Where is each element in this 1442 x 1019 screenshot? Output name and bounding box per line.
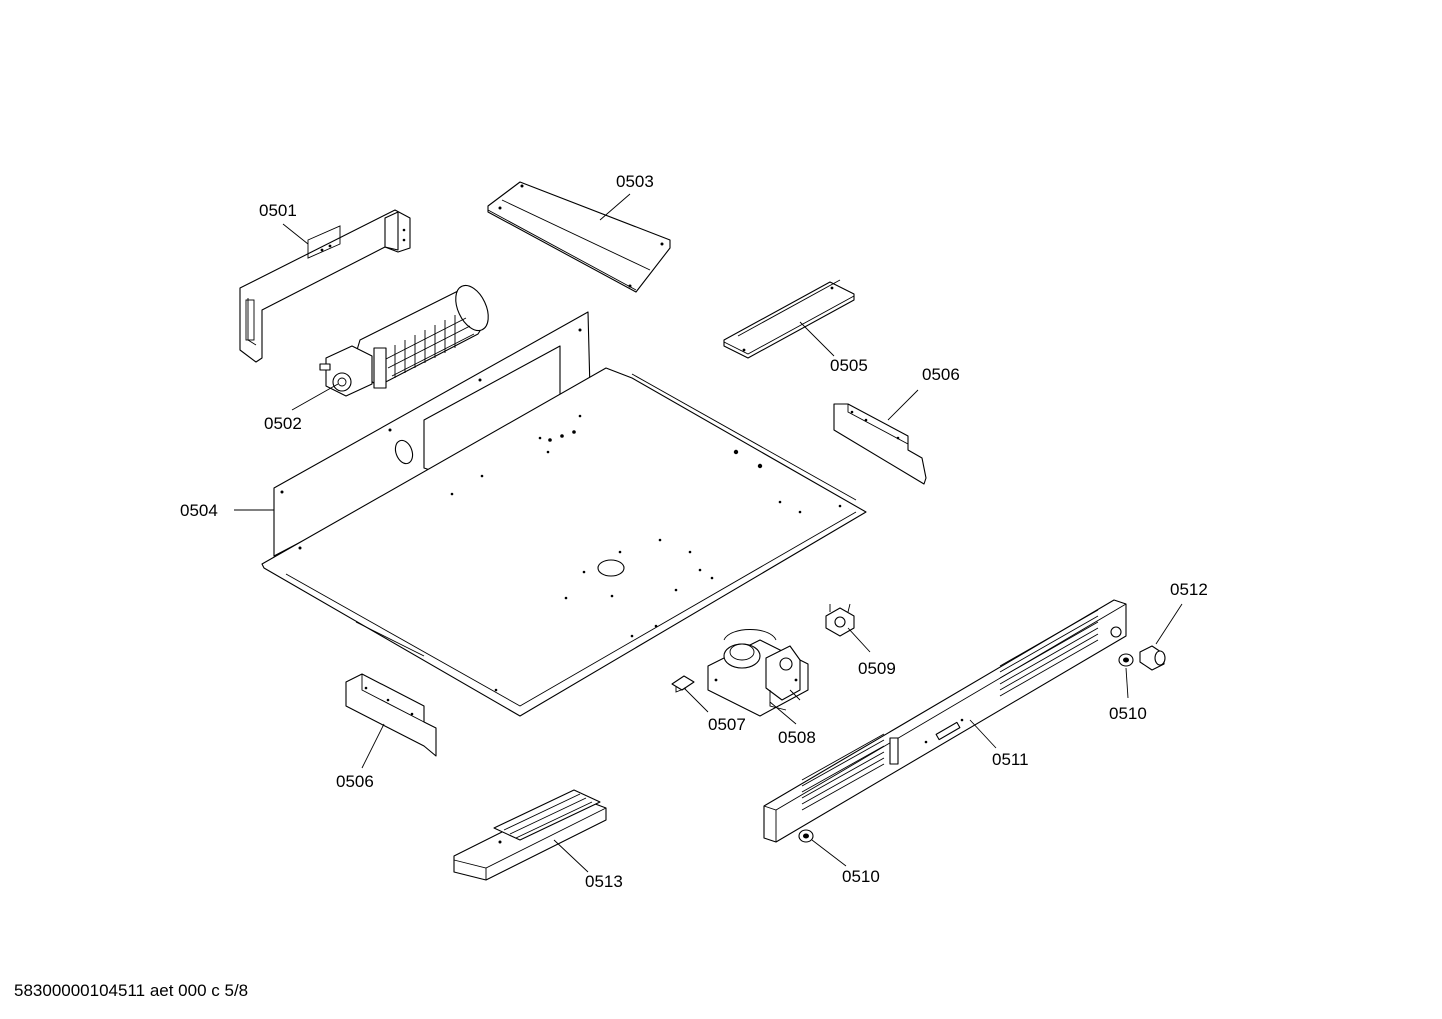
- part-0503-rail: [487, 181, 671, 293]
- left-vent-grille: [801, 733, 899, 811]
- part-0502-tangential-fan: [319, 284, 489, 397]
- leader-lines: [234, 193, 1183, 873]
- callout-0509: 0509: [858, 659, 896, 678]
- callout-0504: 0504: [180, 501, 218, 520]
- part-0511-front-fascia: [763, 599, 1127, 843]
- callout-0510-lower: 0510: [842, 867, 880, 886]
- part-0505-rail: [723, 279, 855, 359]
- base-plate-holes: [280, 328, 842, 692]
- part-0510-knob-lower: [798, 829, 814, 843]
- part-0504-base-plate: [261, 311, 867, 717]
- callout-0508: 0508: [778, 728, 816, 747]
- callout-0506-right: 0506: [922, 365, 960, 384]
- part-0510-knob-upper: [1118, 653, 1134, 667]
- callout-0503: 0503: [616, 172, 654, 191]
- part-0513-module: [453, 789, 607, 881]
- part-0506-bracket-left: [345, 673, 437, 757]
- callout-0512: 0512: [1170, 580, 1208, 599]
- part-0508-motor-unit: [707, 629, 809, 717]
- part-0512-pin: [1139, 645, 1166, 671]
- right-vent-grille: [999, 609, 1099, 697]
- callout-0505: 0505: [830, 356, 868, 375]
- part-0506-bracket-right: [833, 403, 927, 485]
- callout-0507: 0507: [708, 715, 746, 734]
- callout-0501: 0501: [259, 201, 297, 220]
- callout-0510-upper: 0510: [1109, 704, 1147, 723]
- part-0509-thermostat: [825, 603, 855, 637]
- part-0507-clip: [671, 675, 695, 693]
- callout-0506-left: 0506: [336, 772, 374, 791]
- callout-0511: 0511: [992, 750, 1029, 769]
- drawing-reference-code: 58300000104511 aet 000 c 5/8: [14, 981, 249, 1000]
- callout-labels: 0501 0502 0503 0504 0505 0506 0506 0507 …: [180, 172, 1208, 891]
- callout-0502: 0502: [264, 414, 302, 433]
- part-0501-fan-bracket: [239, 209, 411, 363]
- callout-0513: 0513: [585, 872, 623, 891]
